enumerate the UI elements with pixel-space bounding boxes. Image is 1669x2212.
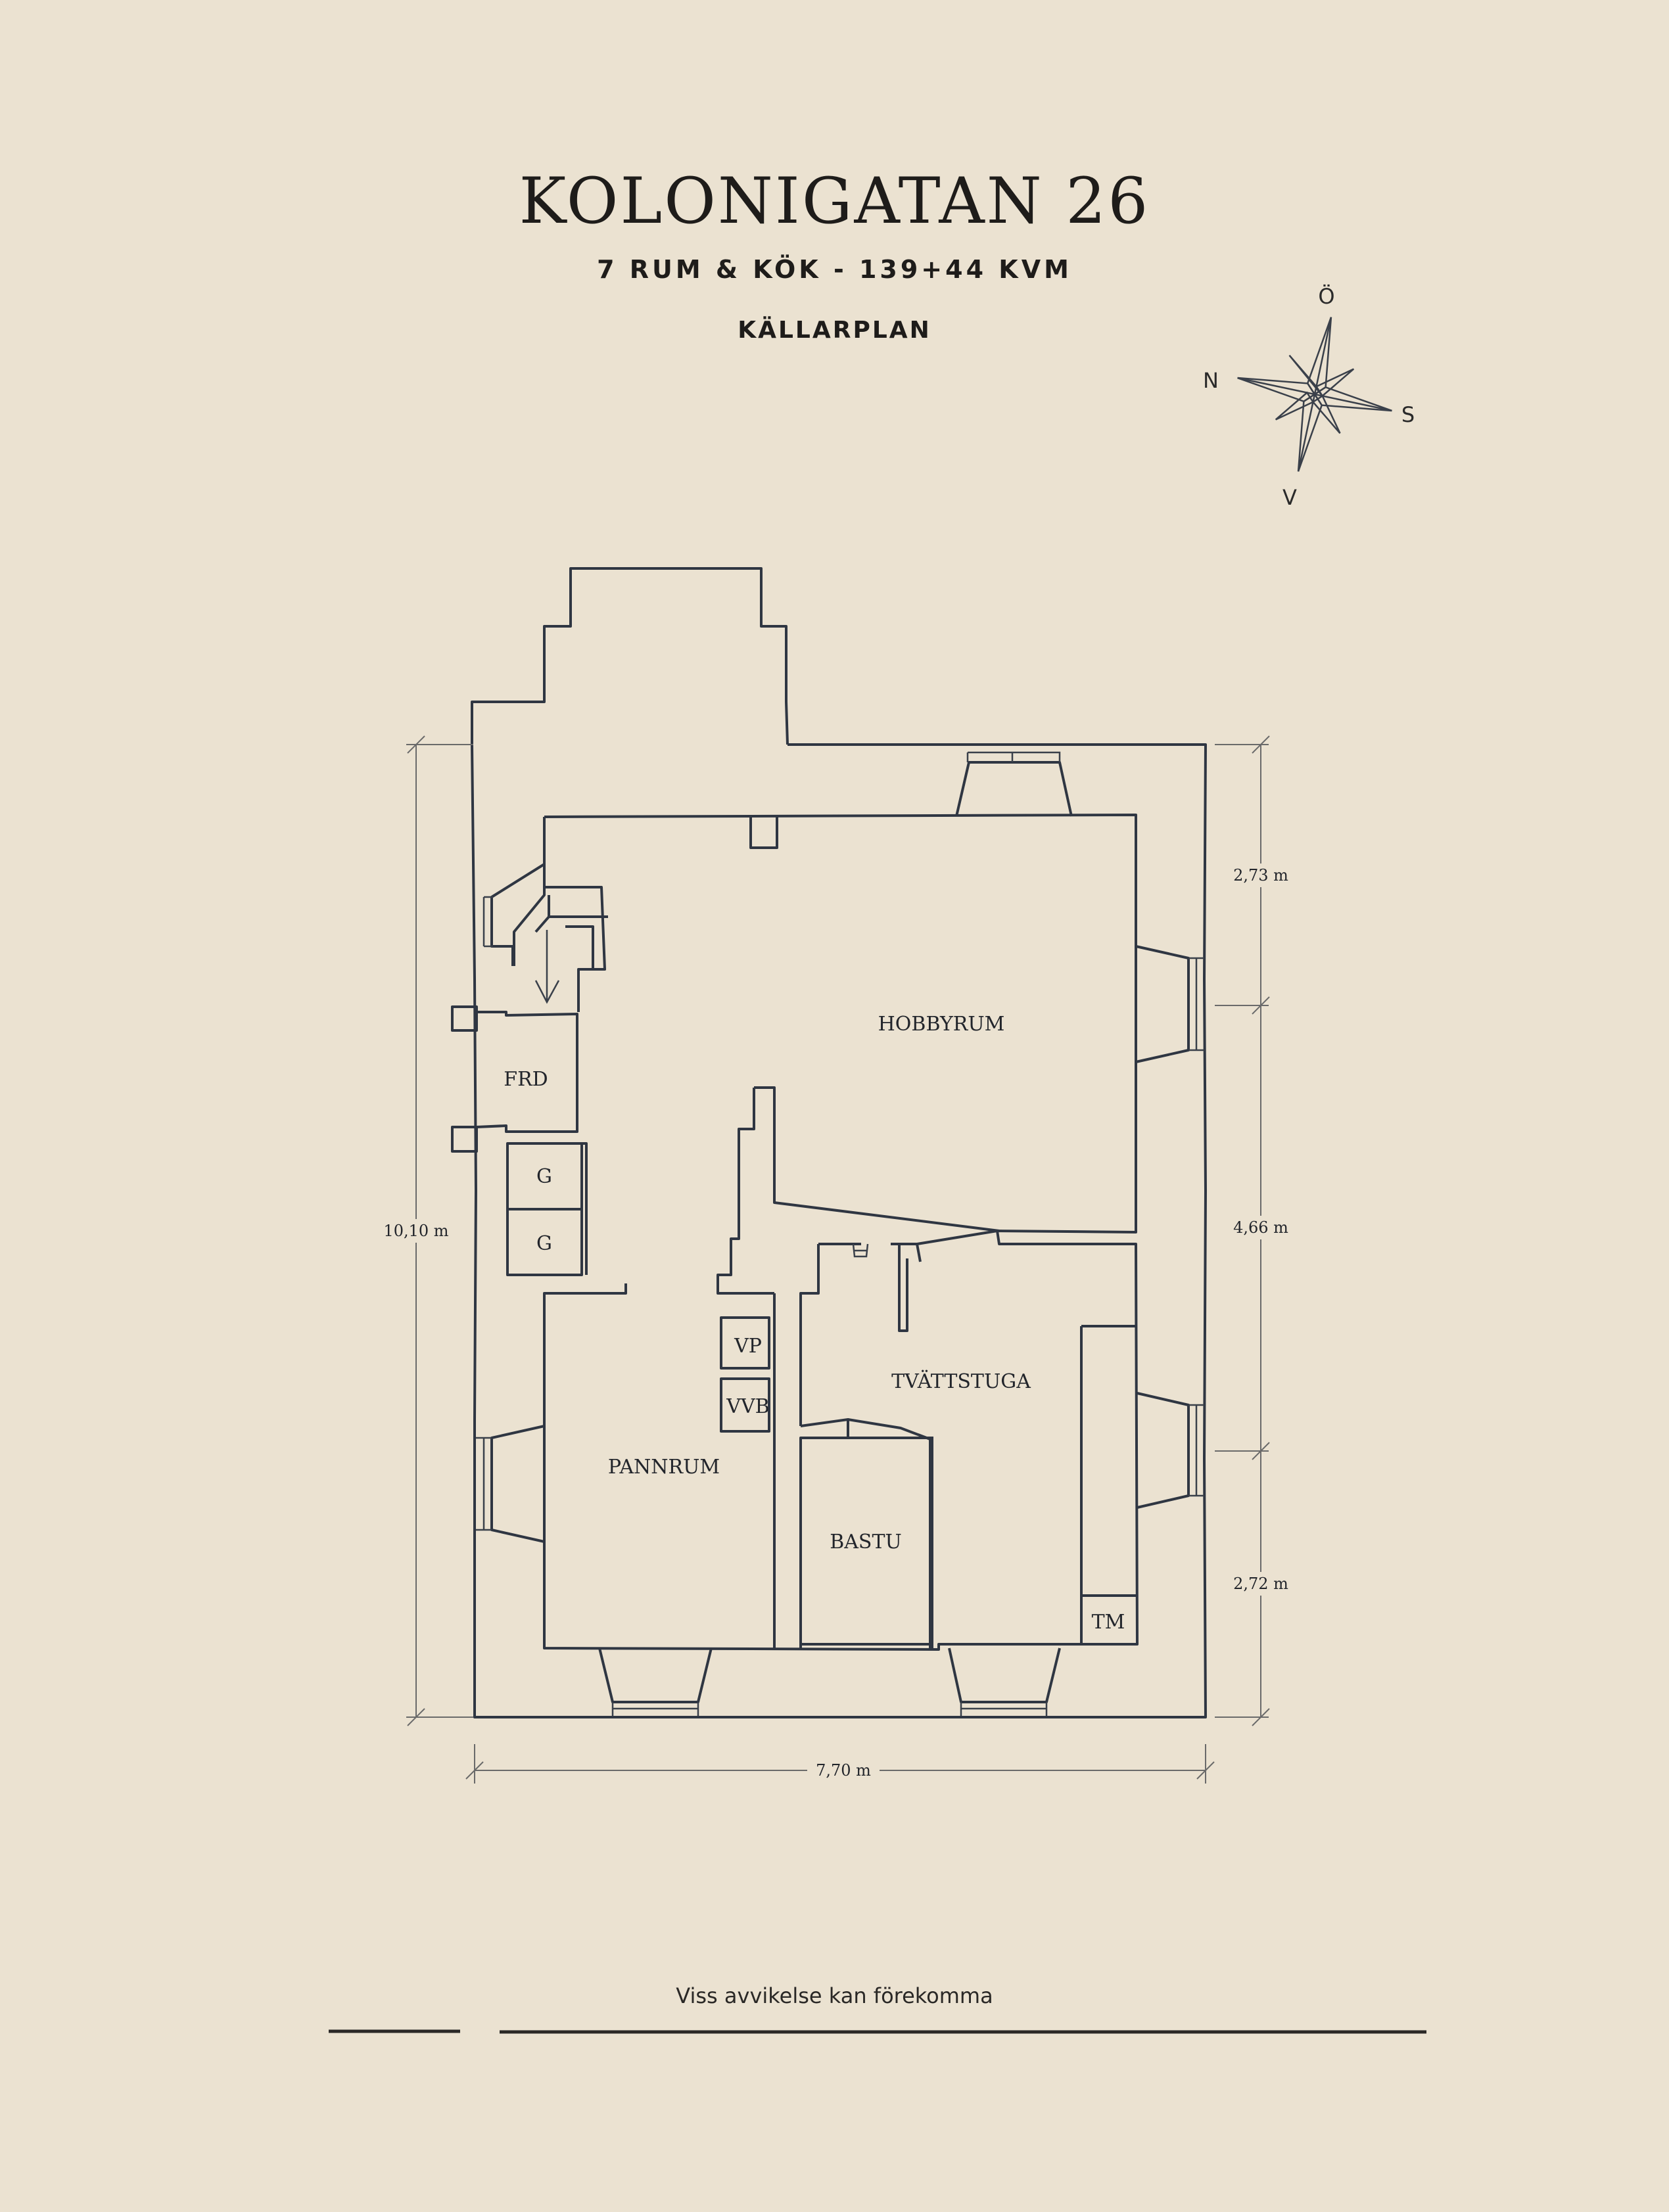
compass-rose: Ö N S V <box>1203 284 1415 510</box>
room-pannrum: PANNRUM <box>608 1456 720 1479</box>
dimension-right-middle: 4,66 m <box>1233 1218 1288 1237</box>
room-vvb: VVB <box>726 1395 769 1418</box>
compass-west-label: V <box>1282 485 1297 510</box>
page-title: KOLONIGATAN 26 <box>519 164 1150 238</box>
window-bottom-right <box>948 1647 1061 1716</box>
inner-perimeter <box>543 814 1139 1651</box>
room-tvattstuga: TVÄTTSTUGA <box>891 1370 1031 1393</box>
utility-boxes <box>720 1316 770 1433</box>
stair-arrow-icon <box>534 930 560 1004</box>
compass-north-label: N <box>1203 368 1219 393</box>
window-left-boiler <box>476 1425 545 1543</box>
dimension-total-height: 10,10 m <box>383 1222 448 1240</box>
window-top-right <box>955 751 1073 817</box>
window-bottom-left <box>598 1647 713 1716</box>
sauna-walls <box>799 1418 933 1648</box>
floor-level-label: KÄLLARPLAN <box>738 317 931 344</box>
stairs <box>482 863 608 1012</box>
footer-rule <box>329 2029 1426 2034</box>
dimension-lines <box>406 735 1270 1784</box>
room-tm: TM <box>1092 1611 1125 1634</box>
room-g2: G <box>536 1232 552 1255</box>
outer-perimeter <box>471 743 1207 1718</box>
compass-east-label: Ö <box>1318 284 1334 309</box>
partition-walls <box>717 1086 1000 1648</box>
dimension-right-bottom: 2,72 m <box>1233 1575 1288 1593</box>
laundry-cabinet <box>1080 1325 1136 1644</box>
room-vp: VP <box>734 1335 762 1358</box>
storage-boxes <box>506 1142 588 1276</box>
compass-south-label: S <box>1401 402 1415 427</box>
room-frd: FRD <box>504 1068 548 1091</box>
sink-icon <box>852 1243 869 1258</box>
dimension-right-top: 2,73 m <box>1233 866 1288 885</box>
dimension-total-width: 7,70 m <box>816 1761 871 1780</box>
window-right-laundry <box>1137 1392 1204 1509</box>
footer-disclaimer: Viss avvikelse kan förekomma <box>676 1983 993 2008</box>
window-right-hobby <box>1135 945 1204 1063</box>
room-g1: G <box>536 1165 552 1188</box>
frd-closet <box>451 1005 578 1153</box>
page-subtitle: 7 RUM & KÖK - 139+44 KVM <box>597 255 1072 284</box>
entrance-bay <box>471 567 789 745</box>
room-hobbyrum: HOBBYRUM <box>878 1013 1005 1036</box>
outer-walls <box>471 567 1207 1718</box>
room-bastu: BASTU <box>830 1531 902 1554</box>
compass-icon <box>1237 317 1392 472</box>
